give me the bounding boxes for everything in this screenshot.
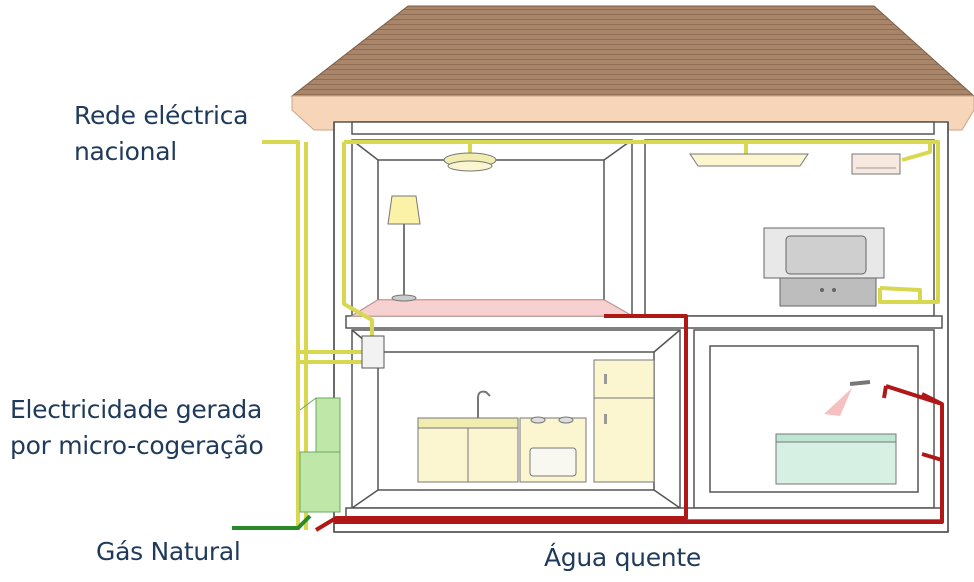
label-national-grid-line1: Rede eléctrica [74,101,249,130]
ceiling-light-icon [689,153,809,167]
label-national-grid-line2: nacional [74,137,177,166]
hot-water-piping [314,314,944,532]
label-hot-water: Água quente [544,543,701,572]
room-living-upper-left [351,139,633,317]
label-national-grid: Rede eléctrica nacional [74,98,248,170]
floor-heating-panel [350,299,634,317]
television-icon [763,227,885,307]
gas-line [232,514,312,530]
ceiling-lamp-icon [443,152,497,172]
refrigerator-icon [593,359,655,483]
label-micro-cogeneration-line1: Electricidade gerada [10,395,263,424]
shower-icon [824,380,871,416]
roof [290,5,974,131]
junction-box-icon [361,335,385,369]
label-natural-gas: Gás Natural [96,537,241,566]
stove-icon [519,416,587,483]
floor-lamp-icon [387,195,421,302]
bathtub-icon [775,433,897,485]
air-conditioner-icon [851,153,901,175]
label-micro-cogeneration: Electricidade gerada por micro-cogeração [10,392,264,464]
cogeneration-unit-icon [299,397,341,513]
kitchen-sink-icon [417,390,519,483]
label-micro-cogeneration-line2: por micro-cogeração [10,431,264,460]
